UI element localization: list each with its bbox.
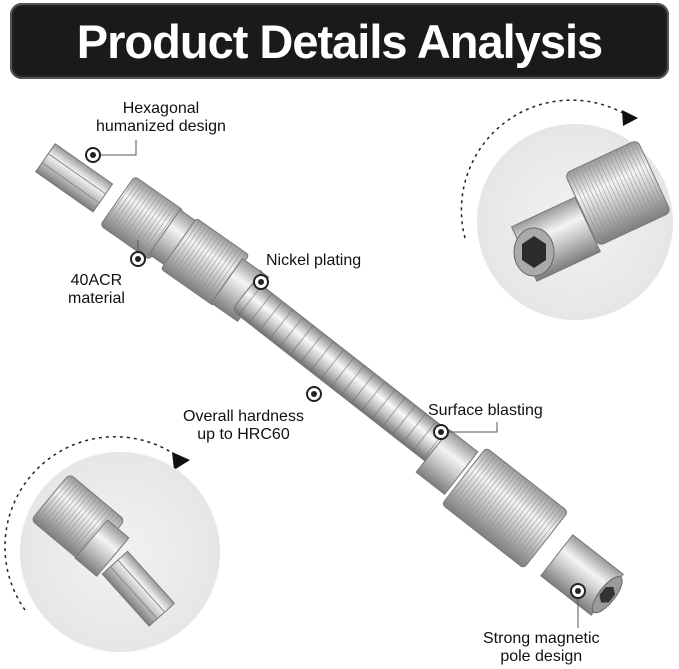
callout-material: 40ACR material — [68, 272, 125, 307]
callout-markers — [85, 147, 586, 599]
callout-hardness: Overall hardness up to HRC60 — [183, 408, 304, 443]
callout-nickel-plating: Nickel plating — [266, 252, 362, 269]
rotation-arrow-icon — [172, 452, 190, 470]
callout-surface-blasting: Surface blasting — [428, 402, 543, 419]
page-title: Product Details Analysis — [76, 14, 603, 68]
flex-shaft — [34, 143, 624, 616]
callout-hexagonal: Hexagonal humanized design — [96, 100, 226, 135]
title-banner: Product Details Analysis — [10, 3, 669, 79]
rotation-arrow-icon — [622, 110, 638, 126]
socket-detail-view — [460, 99, 673, 320]
hex-shank-detail-view — [4, 435, 220, 652]
callout-magnetic-pole: Strong magnetic pole design — [483, 630, 600, 665]
